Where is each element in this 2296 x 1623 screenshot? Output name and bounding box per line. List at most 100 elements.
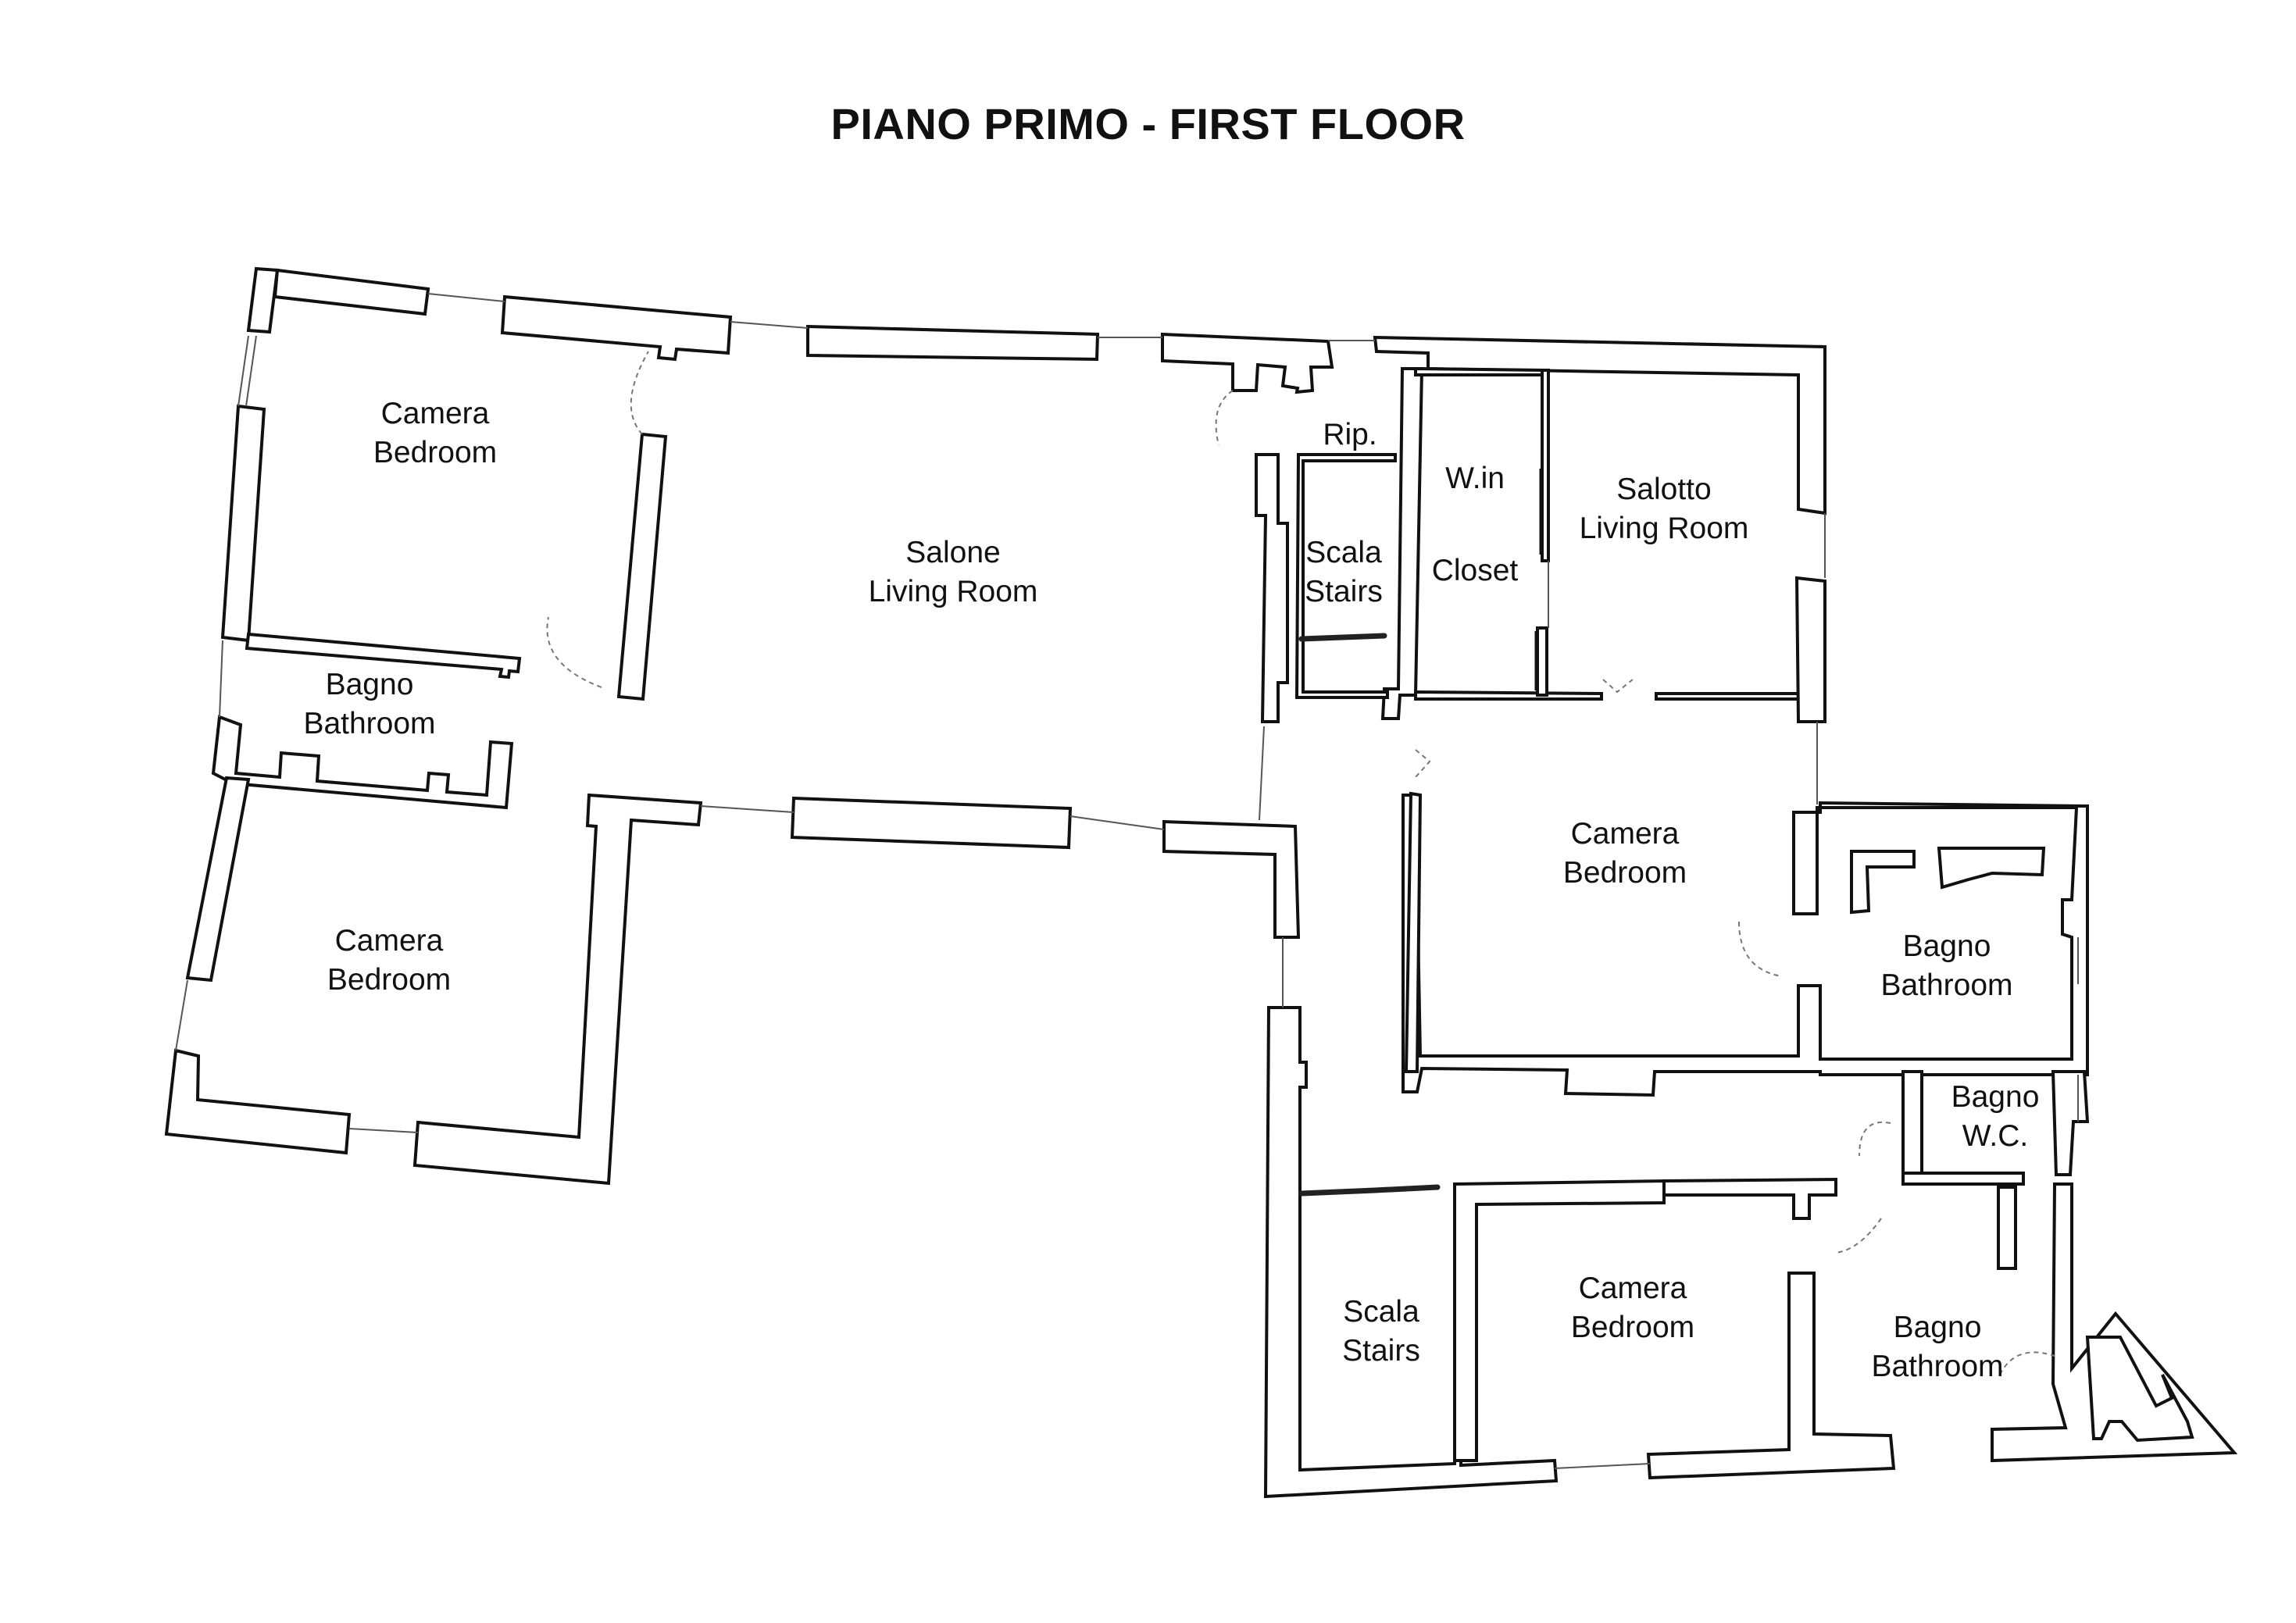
room-label-bagno-bathroom-east: Bagno Bathroom — [1880, 927, 2012, 1005]
wall-segment — [1655, 692, 1800, 701]
room-name-en: Bedroom — [327, 963, 452, 997]
wall-segment — [1541, 369, 1550, 562]
room-name-en: Bathroom — [1880, 968, 2013, 1002]
room-label-bagno-bathroom-west: Bagno Bathroom — [303, 665, 435, 744]
room-name-en: Stairs — [1342, 1334, 1420, 1368]
room-name-it: Salone — [905, 536, 1001, 569]
room-label-camera-bedroom-nw: Camera Bedroom — [373, 394, 497, 473]
wall-segment — [1414, 690, 1603, 701]
room-label-scala-stairs-north: Scala Stairs — [1305, 533, 1383, 612]
stair-line — [1298, 1184, 1441, 1197]
wall-segment — [2085, 1336, 2194, 1443]
room-label-camera-bedroom-sw: Camera Bedroom — [327, 922, 451, 1000]
wall-segment — [1373, 335, 1826, 515]
wall-segment — [806, 324, 1100, 362]
room-name-it: Camera — [1578, 1272, 1687, 1305]
wall-segment — [1991, 1182, 2238, 1463]
stair-marks — [1298, 469, 1542, 1197]
wall-segment — [1662, 1177, 1837, 1220]
door-swing — [1415, 749, 1431, 778]
room-name-en: W.C. — [1962, 1119, 2029, 1153]
room-name-it: Scala — [1305, 536, 1382, 569]
window-line — [348, 1128, 419, 1133]
room-label-bagno-wc: Bagno W.C. — [1951, 1078, 2040, 1156]
door-swing — [1835, 1218, 1882, 1254]
wall-segment — [1404, 791, 1423, 1073]
wall-segment — [616, 432, 668, 701]
room-name-it: Bagno — [1893, 1311, 1982, 1344]
wall-segment — [1850, 850, 1916, 915]
room-name-en: Living Room — [868, 575, 1038, 608]
window-line — [175, 979, 188, 1051]
room-label-bagno-bathroom-south: Bagno Bathroom — [1871, 1308, 2003, 1386]
wall-segment — [1901, 1172, 2025, 1186]
room-label-scala-stairs-south: Scala Stairs — [1342, 1293, 1420, 1371]
wall-segment — [1162, 819, 1301, 939]
room-label-camera-bedroom-east: Camera Bedroom — [1563, 815, 1687, 893]
room-name-it: Bagno — [1951, 1080, 2040, 1114]
door-swings — [546, 351, 2055, 1375]
west-wing-walls — [164, 266, 733, 1186]
room-label-camera-bedroom-south: Camera Bedroom — [1571, 1269, 1694, 1347]
window-line — [219, 640, 223, 718]
wall-segment — [1263, 1006, 1559, 1499]
room-name-it: Camera — [334, 924, 444, 958]
window-line — [1554, 1463, 1651, 1469]
stair-line — [1298, 633, 1387, 642]
room-name-en: Bathroom — [303, 707, 436, 740]
wall-segment — [246, 266, 280, 334]
wall-segment — [1255, 453, 1289, 723]
wall-segment — [2051, 1070, 2090, 1176]
wall-segment — [1161, 332, 1334, 394]
room-name-it: Bagno — [325, 668, 414, 701]
window-line — [700, 805, 794, 813]
room-name-it: Camera — [1570, 817, 1680, 851]
wall-segment — [1646, 1272, 1896, 1480]
wall-segment — [185, 776, 251, 983]
room-name-it: W.in — [1445, 462, 1505, 495]
southeast-block-walls — [1263, 1006, 2238, 1499]
wall-segment — [1414, 366, 1544, 376]
room-name-it: Salotto — [1616, 473, 1712, 506]
wall-segment — [1536, 626, 1548, 697]
camera-bedroom-east-walls — [1402, 791, 2089, 1097]
wall-segment — [164, 1048, 352, 1155]
wall-segment — [273, 268, 430, 316]
wall-segment — [245, 632, 522, 680]
room-label-salotto: Salotto Living Room — [1580, 470, 1749, 548]
room-label-walk-in-closet: W.in Closet — [1432, 433, 1519, 617]
wall-segment — [1402, 794, 2089, 1097]
wall-segment — [790, 796, 1073, 850]
room-name-it: Scala — [1343, 1295, 1419, 1329]
wall-segment — [1380, 367, 1424, 720]
room-name-en: Bedroom — [1570, 1311, 1695, 1344]
door-swing — [1215, 390, 1234, 446]
room-label-salone: Salone Living Room — [869, 533, 1038, 612]
wall-segment — [1794, 576, 1826, 723]
room-label-rip: Rip. — [1323, 416, 1377, 455]
wall-segment — [1294, 453, 1397, 699]
window-line — [1069, 815, 1165, 830]
door-swing — [1602, 679, 1634, 694]
door-swing — [630, 351, 649, 435]
window-line — [237, 335, 249, 407]
room-name-en: Bedroom — [373, 436, 498, 469]
service-block-walls — [1294, 335, 1826, 723]
room-name-en: Closet — [1431, 554, 1519, 587]
wall-segment — [412, 793, 703, 1186]
window-openings — [175, 293, 2079, 1469]
window-line — [245, 335, 257, 407]
room-name-en: Bathroom — [1871, 1350, 2004, 1383]
wall-segment — [211, 715, 514, 810]
room-name-it: Rip. — [1323, 418, 1377, 451]
wall-segment — [1901, 1070, 1923, 1175]
wall-segment — [1937, 847, 2046, 890]
salone-walls — [790, 324, 1334, 939]
room-name-it: Bagno — [1902, 929, 1991, 963]
room-name-en: Bedroom — [1562, 856, 1687, 890]
room-name-it: Camera — [380, 397, 490, 430]
door-swing — [1738, 921, 1782, 977]
room-name-en: Stairs — [1305, 575, 1383, 608]
page-title: PIANO PRIMO - FIRST FLOOR — [830, 99, 1466, 148]
